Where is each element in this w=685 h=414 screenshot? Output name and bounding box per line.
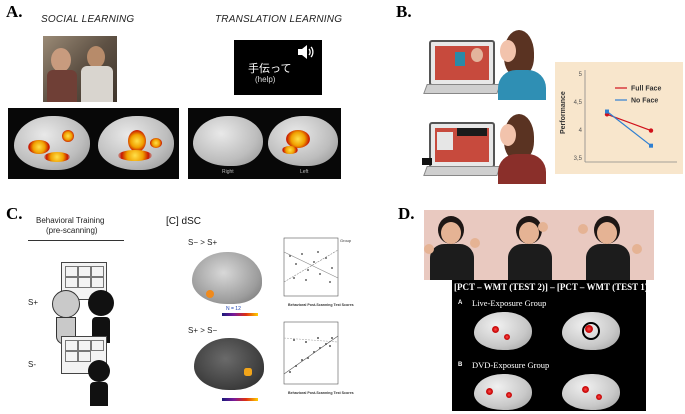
- n-label: N = 12: [226, 306, 241, 312]
- scatter-plot-2: Behavioral Post-Scanning Test Scores: [283, 321, 354, 395]
- panel-a-letter: A.: [6, 2, 23, 21]
- live-brain-right: [562, 312, 620, 350]
- panel-c-letter: C.: [6, 204, 23, 223]
- training-subtitle: (pre-scanning): [46, 226, 98, 235]
- colorbar-2: [222, 398, 258, 401]
- jp-word: 手伝って: [248, 62, 292, 75]
- chart-background: [555, 62, 683, 174]
- y-tick-label: 5: [579, 72, 583, 78]
- social-brain-panel: [8, 108, 179, 179]
- y-axis-label: Performance: [560, 91, 567, 134]
- group-b-letter: B: [458, 362, 463, 368]
- data-point-1-0: [605, 109, 609, 114]
- y-tick-label: 3,5: [574, 156, 583, 162]
- training-title: Behavioral Training: [36, 216, 105, 225]
- dvd-brain-left: [474, 374, 532, 410]
- medial-brain-slice: [192, 252, 262, 310]
- legend-label-0: Full Face: [631, 86, 661, 93]
- translation-brain-panel: Right Left: [188, 108, 341, 179]
- data-point-0-1: [648, 128, 654, 133]
- training-display-plus: [52, 262, 114, 346]
- contrast-formula: [PCT – WMT (TEST 2)] – [PCT – WMT (TEST …: [454, 282, 651, 292]
- training-display-minus: [52, 336, 114, 408]
- performance-chart: Performance 5 4,5 4 3,5 Full Face No Face: [555, 62, 683, 174]
- panel-d-letter: D.: [398, 204, 415, 223]
- colorbar-1: [222, 313, 258, 316]
- signer-photo-strip: [424, 210, 654, 280]
- contrast-1-label: S− > S+: [188, 238, 218, 247]
- hemisphere-left-label: Left: [300, 169, 309, 175]
- highlight-circle: [582, 322, 600, 340]
- laptop-full-face: [423, 40, 501, 100]
- laptop-no-face: [422, 122, 501, 182]
- viewer-person-2: [496, 112, 546, 184]
- group-results-panel: [PCT – WMT (TEST 2)] – [PCT – WMT (TEST …: [452, 280, 651, 411]
- social-learning-title: SOCIAL LEARNING: [41, 14, 135, 25]
- viewer-person-1: [496, 28, 546, 100]
- y-tick-label: 4: [579, 128, 583, 134]
- translation-learning-title: TRANSLATION LEARNING: [215, 14, 343, 25]
- translation-screen: 手伝って (help): [234, 40, 322, 95]
- social-learning-photo: [43, 36, 117, 102]
- lateral-brain-slice: [194, 338, 264, 394]
- scatter-2-xlabel: Behavioral Post-Scanning Test Scores: [288, 391, 354, 395]
- legend-label-1: No Face: [631, 98, 658, 105]
- roi-title: [C] dSC: [166, 216, 202, 227]
- scatter-plot-1: Group Behavioral Post-Scanning Test Scor…: [283, 237, 354, 307]
- y-tick-label: 4,5: [574, 100, 583, 106]
- panel-b-letter: B.: [396, 2, 412, 21]
- scatter-1-xlabel: Behavioral Post-Scanning Test Scores: [288, 303, 354, 307]
- dvd-brain-right: [562, 374, 620, 410]
- contrast-2-label: S+ > S−: [188, 326, 218, 335]
- group-a-letter: A: [458, 300, 463, 306]
- condition-minus-label: S-: [28, 360, 36, 369]
- data-point-1-1: [649, 143, 653, 148]
- condition-plus-label: S+: [28, 298, 39, 307]
- jp-gloss: (help): [255, 75, 276, 84]
- speaker-icon: [298, 45, 314, 59]
- training-divider: [28, 240, 124, 241]
- group-b-title: DVD-Exposure Group: [472, 360, 550, 370]
- live-brain-left: [474, 312, 532, 350]
- group-a-title: Live-Exposure Group: [472, 298, 547, 308]
- hemisphere-right-label: Right: [222, 169, 234, 175]
- scatter-1-group-label: Group: [340, 238, 352, 243]
- series-line-1: [606, 111, 652, 147]
